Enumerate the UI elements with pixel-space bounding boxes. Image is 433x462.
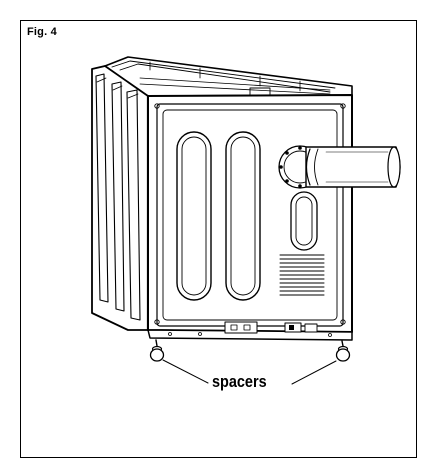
spacers-callout: spacers (212, 372, 267, 391)
back-panel (147, 94, 353, 333)
exhaust-duct (278, 145, 401, 189)
figure-frame (20, 20, 417, 458)
vent-grille (279, 254, 325, 296)
embossed-ribs (176, 131, 261, 301)
callout-leaders (162, 359, 337, 385)
spacer-right (335, 340, 351, 362)
top-panel (104, 56, 353, 97)
bottom-edge (147, 321, 353, 341)
side-panel (91, 65, 150, 332)
figure-label: Fig. 4 (27, 26, 57, 38)
access-cover (290, 191, 318, 251)
spacer-left (149, 339, 165, 362)
